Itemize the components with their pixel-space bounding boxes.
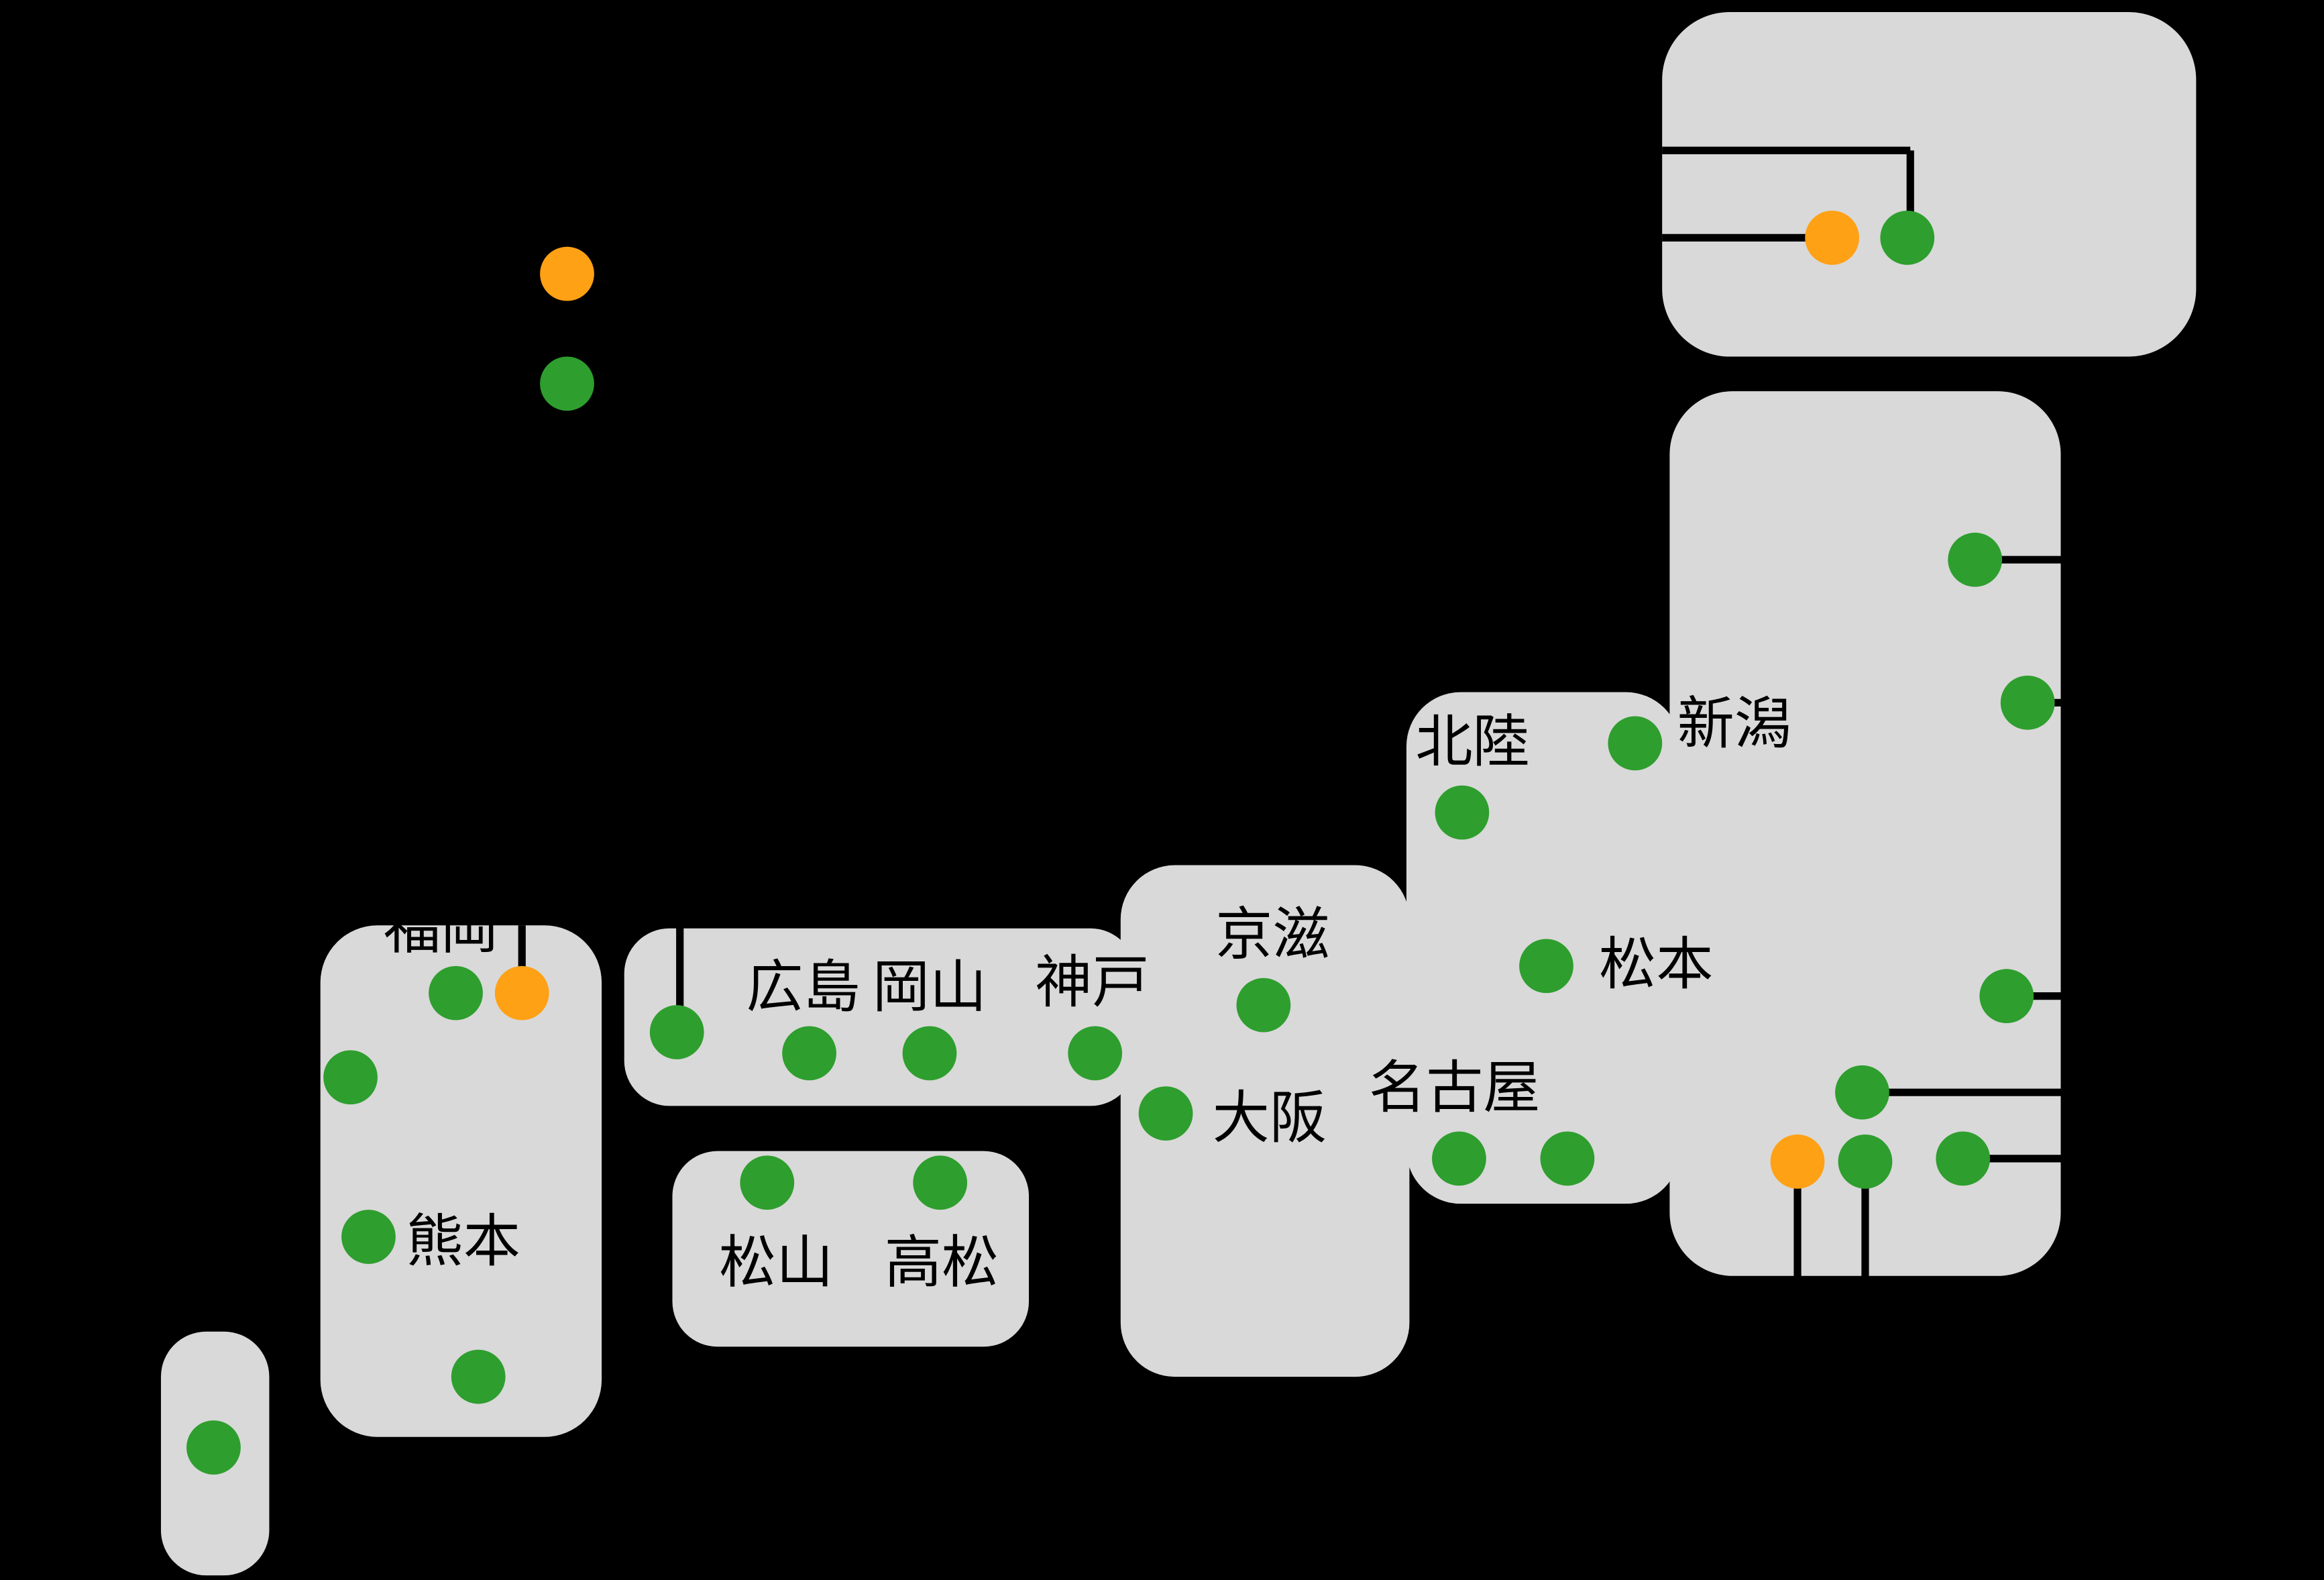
label-takamatsu: 高松 — [884, 1229, 999, 1296]
kyushu-south-node — [451, 1349, 506, 1404]
kobe-node — [1068, 1026, 1123, 1081]
label-osaka: 大阪 — [1212, 1084, 1327, 1151]
takamatsu-node — [913, 1155, 968, 1210]
kanto-c-node — [1838, 1134, 1893, 1189]
region-chugoku — [624, 928, 1136, 1106]
region-tohoku-kanto — [1669, 391, 2061, 1276]
kumamoto-node — [341, 1210, 396, 1264]
kyushu-west-node — [323, 1050, 378, 1105]
label-matsuyama: 松山 — [719, 1229, 834, 1296]
keiji-node — [1236, 978, 1291, 1033]
label-kobe: 神戸 — [1034, 949, 1150, 1016]
tohoku-north-node — [1948, 532, 2003, 587]
fukuoka-b-node — [494, 965, 549, 1020]
okinawa-node — [186, 1420, 241, 1475]
fukuoka-a-node — [429, 965, 483, 1020]
label-fukuoka: 福岡 — [383, 895, 498, 962]
kanto-b-node — [1835, 1065, 1889, 1120]
hokkaido-east-node — [1880, 210, 1935, 265]
label-nagoya: 名古屋 — [1368, 1055, 1541, 1121]
label-okayama: 岡山 — [872, 953, 987, 1020]
region-hokkaido — [1662, 11, 2197, 357]
chugoku-west-node — [649, 1005, 704, 1059]
nagoya-a-node — [1432, 1131, 1486, 1186]
matsumoto-node — [1519, 939, 1573, 994]
label-kumamoto: 熊本 — [406, 1208, 521, 1275]
hokuriku-node — [1435, 785, 1490, 840]
label-hiroshima: 広島 — [746, 953, 861, 1020]
hokkaido-west-node — [1805, 210, 1859, 265]
tohoku-east-node — [2000, 675, 2055, 730]
offshore-a-node — [540, 246, 594, 301]
label-keiji: 京滋 — [1215, 901, 1330, 968]
kanto-orange-node — [1770, 1134, 1825, 1189]
osaka-node — [1138, 1086, 1193, 1141]
hiroshima-node — [782, 1026, 836, 1081]
kanto-a-node — [1979, 969, 2034, 1024]
matsuyama-node — [740, 1155, 795, 1210]
nagoya-b-node — [1540, 1131, 1595, 1186]
niigata-node — [1608, 716, 1663, 771]
label-hokuriku: 北陸 — [1415, 708, 1530, 775]
region-shikoku — [672, 1151, 1030, 1347]
offshore-b-node — [540, 356, 594, 411]
okayama-node — [902, 1026, 957, 1081]
label-niigata: 新潟 — [1677, 690, 1792, 757]
kanto-d-node — [1936, 1131, 1991, 1186]
label-matsumoto: 松本 — [1598, 931, 1714, 998]
